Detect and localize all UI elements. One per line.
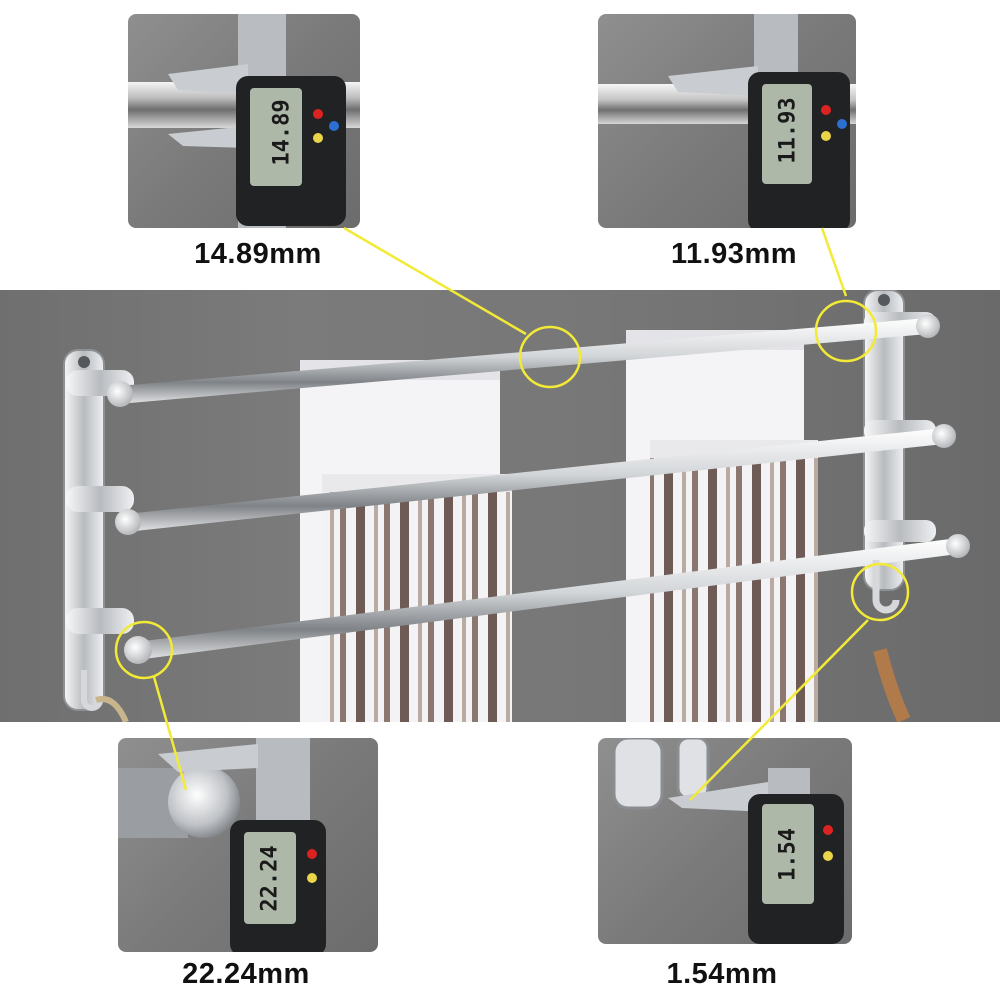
caliper-on-rail-image — [598, 14, 856, 228]
measurement-label-top-right: 11.93mm — [670, 238, 798, 270]
top-rail — [107, 314, 940, 407]
caliper-on-rail-image — [128, 14, 360, 228]
inset-photo-top-right: 11.93 — [598, 14, 856, 228]
striped-towel-left — [322, 474, 512, 722]
inset-photo-bottom-right: 1.54 — [598, 738, 852, 944]
inset-photo-bottom-left: 22.24 — [118, 738, 378, 952]
measurement-label-bottom-right: 1.54mm — [666, 958, 778, 990]
lcd-reading: 14.89 — [269, 99, 295, 166]
lcd-reading: 1.54 — [775, 828, 801, 881]
towel-rack-photo — [0, 290, 1000, 722]
lcd-reading: 11.93 — [775, 97, 801, 164]
towel-rack-illustration — [63, 290, 970, 722]
measurement-label-bottom-left: 22.24mm — [182, 958, 310, 990]
measurement-label-top-left: 14.89mm — [194, 238, 322, 270]
hook-left — [81, 670, 129, 722]
lcd-reading: 22.24 — [257, 845, 283, 912]
middle-rail — [115, 424, 956, 535]
caliper-on-hook-image — [612, 738, 844, 944]
bottom-rail — [124, 534, 970, 664]
caliper-on-rod-end-image — [118, 738, 326, 952]
inset-photo-top-left: 14.89 — [128, 14, 360, 228]
